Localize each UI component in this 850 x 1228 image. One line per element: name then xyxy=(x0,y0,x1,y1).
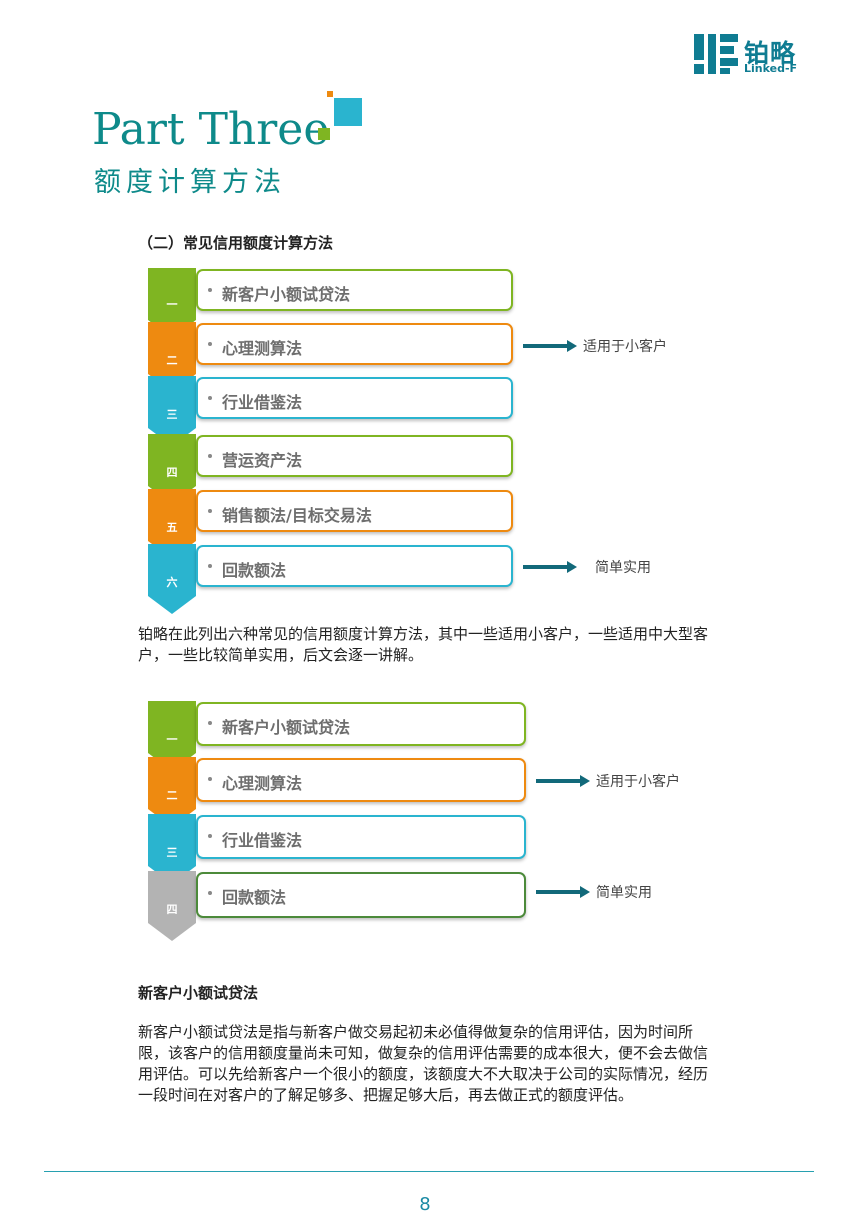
step-label: 销售额法/目标交易法 xyxy=(222,506,372,525)
chevron-cyan-icon xyxy=(148,814,196,884)
step-number: 二 xyxy=(166,789,178,802)
step-box: 营运资产法 xyxy=(196,435,513,477)
method-heading: 新客户小额试贷法 xyxy=(138,984,259,1002)
step-box: 回款额法 xyxy=(196,872,526,918)
chevron-orange-icon xyxy=(148,489,196,559)
step-number: 二 xyxy=(166,354,178,367)
step-label: 行业借鉴法 xyxy=(222,831,303,850)
page-number: 8 xyxy=(419,1194,431,1215)
bullet-dot xyxy=(208,509,212,513)
step-number: 四 xyxy=(166,466,178,479)
method-description: 新客户小额试贷法是指与新客户做交易起初未必值得做复杂的信用评估，因为时间所限，该… xyxy=(138,1023,709,1104)
step-box: 心理测算法 xyxy=(196,758,526,802)
part-title: Part Three xyxy=(92,104,330,155)
method-step-1: 一 新客户小额试贷法 xyxy=(148,701,526,771)
bullet-dot xyxy=(208,342,212,346)
step-number: 一 xyxy=(166,298,178,311)
note-text: 简单实用 xyxy=(596,885,652,901)
step-box: 回款额法 xyxy=(196,545,513,587)
step-number: 一 xyxy=(166,733,178,746)
bullet-dot xyxy=(208,721,212,725)
method-step-3: 三 行业借鉴法 xyxy=(148,814,526,884)
step-number: 五 xyxy=(166,521,178,534)
step-box: 销售额法/目标交易法 xyxy=(196,490,513,532)
step-label: 营运资产法 xyxy=(222,451,303,470)
chevron-green-icon xyxy=(148,701,196,771)
method-step-1: 一 新客户小额试贷法 xyxy=(148,268,513,338)
arrow-right-icon xyxy=(523,340,577,352)
bullet-dot xyxy=(208,288,212,292)
bullet-dot xyxy=(208,564,212,568)
step-label: 心理测算法 xyxy=(222,339,303,358)
chevron-orange-icon xyxy=(148,757,196,827)
footer-divider xyxy=(44,1171,814,1172)
decor-square-large xyxy=(334,98,362,126)
method-step-3: 三 行业借鉴法 xyxy=(148,376,513,446)
step-label: 新客户小额试贷法 xyxy=(222,718,351,737)
arrow-right-icon xyxy=(536,886,590,898)
note-small-clients: 适用于小客户 xyxy=(523,336,703,356)
step-number: 四 xyxy=(166,903,178,916)
intro-paragraph: 铂略在此列出六种常见的信用额度计算方法，其中一些适用小客户，一些适用中大型客户，… xyxy=(138,625,709,664)
step-label: 回款额法 xyxy=(222,888,287,907)
method-step-6: 六 回款额法 xyxy=(148,544,513,614)
arrow-right-icon xyxy=(536,775,590,787)
note-text: 适用于小客户 xyxy=(596,774,680,790)
chevron-cyan-icon xyxy=(148,376,196,446)
step-box: 行业借鉴法 xyxy=(196,815,526,859)
step-box: 新客户小额试贷法 xyxy=(196,702,526,746)
chevron-green-icon xyxy=(148,434,196,504)
chevron-green-icon xyxy=(148,268,196,338)
bullet-dot xyxy=(208,396,212,400)
logo-chinese-text: 铂略 xyxy=(744,39,797,68)
logo-mark-icon xyxy=(694,34,738,74)
method-step-2: 二 心理测算法 xyxy=(148,322,513,392)
method-step-4: 四 营运资产法 xyxy=(148,434,513,504)
step-label: 回款额法 xyxy=(222,561,287,580)
step-label: 心理测算法 xyxy=(222,774,303,793)
step-box: 新客户小额试贷法 xyxy=(196,269,513,311)
note-text: 简单实用 xyxy=(595,560,651,576)
step-box: 行业借鉴法 xyxy=(196,377,513,419)
chevron-orange-icon xyxy=(148,322,196,392)
method-step-5: 五 销售额法/目标交易法 xyxy=(148,489,513,559)
method-step-4: 四 回款额法 xyxy=(148,871,526,943)
note-simple: 简单实用 xyxy=(523,557,703,577)
chevron-cyan-icon xyxy=(148,544,196,614)
step-label: 行业借鉴法 xyxy=(222,393,303,412)
arrow-right-icon xyxy=(523,561,577,573)
note-text: 适用于小客户 xyxy=(583,339,667,355)
step-label: 新客户小额试贷法 xyxy=(222,285,351,304)
bullet-dot xyxy=(208,454,212,458)
chevron-gray-icon xyxy=(148,871,196,941)
part-subtitle: 额度计算方法 xyxy=(94,167,286,198)
section-heading: （二）常见信用额度计算方法 xyxy=(138,234,334,252)
logo-english-text: Linked-F xyxy=(744,62,798,75)
brand-logo: 铂略 Linked-F xyxy=(694,34,814,76)
decor-square-small xyxy=(327,91,333,97)
step-box: 心理测算法 xyxy=(196,323,513,365)
note-simple: 简单实用 xyxy=(536,882,716,902)
note-small-clients: 适用于小客户 xyxy=(536,771,716,791)
step-number: 三 xyxy=(166,846,178,859)
bullet-dot xyxy=(208,891,212,895)
bullet-dot xyxy=(208,834,212,838)
bullet-dot xyxy=(208,777,212,781)
decor-square-green xyxy=(318,128,330,140)
step-number: 三 xyxy=(166,408,178,421)
method-step-2: 二 心理测算法 xyxy=(148,757,526,827)
step-number: 六 xyxy=(166,576,178,589)
